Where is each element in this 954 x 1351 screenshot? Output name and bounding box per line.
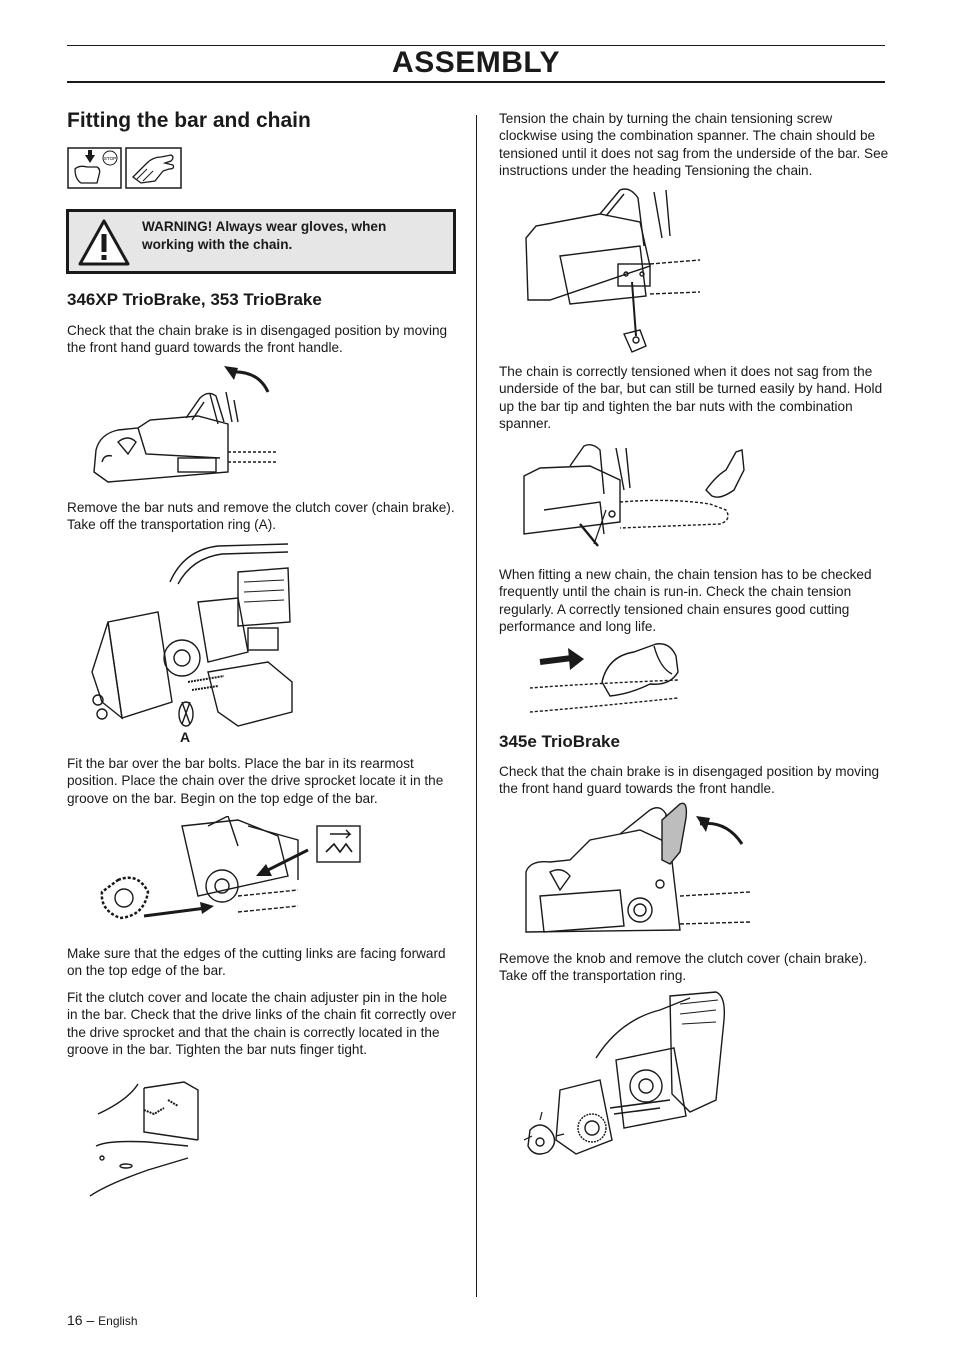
figure-cutting-direction xyxy=(520,638,680,718)
stop-label: STOP xyxy=(104,156,116,161)
figure-brake-disengage xyxy=(88,362,278,490)
header-bottom-rule xyxy=(67,81,885,83)
footer-language: English xyxy=(98,1314,138,1328)
right-paragraph-3: When fitting a new chain, the chain tens… xyxy=(499,567,872,635)
figure-chain-tensioning xyxy=(520,186,700,356)
footer-separator: – xyxy=(86,1312,95,1328)
page-footer: 16 – English xyxy=(67,1312,138,1328)
warning-text: WARNING! Always wear gloves, when workin… xyxy=(142,219,387,252)
warning-triangle-icon xyxy=(78,219,130,266)
stop-switch-icon: STOP xyxy=(67,147,122,189)
right-paragraph-5: Remove the knob and remove the clutch co… xyxy=(499,951,867,984)
right-paragraph-2: The chain is correctly tensioned when it… xyxy=(499,364,883,432)
section-title: Fitting the bar and chain xyxy=(67,109,311,132)
figure-clutch-cover-removal: A xyxy=(88,542,298,748)
left-paragraph-2: Remove the bar nuts and remove the clutc… xyxy=(67,500,455,533)
page-number: 16 xyxy=(67,1312,83,1328)
figure-adjuster-pin xyxy=(88,1080,218,1198)
figure-chain-fitting xyxy=(88,816,368,936)
left-paragraph-3: Fit the bar over the bar bolts. Place th… xyxy=(67,756,444,806)
figure-345e-brake xyxy=(520,800,750,942)
left-subheading: 346XP TrioBrake, 353 TrioBrake xyxy=(67,290,322,309)
right-paragraph-4: Check that the chain brake is in disenga… xyxy=(499,764,880,797)
safety-icons: STOP xyxy=(67,147,183,189)
left-paragraph-5: Fit the clutch cover and locate the chai… xyxy=(67,990,457,1058)
figure-345e-cover-removal xyxy=(520,990,730,1176)
page-header-title: ASSEMBLY xyxy=(392,46,560,79)
column-divider xyxy=(476,115,477,1297)
right-paragraph-1: Tension the chain by turning the chain t… xyxy=(499,111,889,179)
right-subheading: 345e TrioBrake xyxy=(499,732,620,751)
glove-icon xyxy=(125,147,182,189)
figure-bar-tip-lift xyxy=(520,440,750,552)
header-top-rule xyxy=(67,45,885,46)
left-paragraph-4: Make sure that the edges of the cutting … xyxy=(67,946,446,979)
warning-box: WARNING! Always wear gloves, when workin… xyxy=(66,209,456,274)
transportation-ring-label: A xyxy=(180,729,190,745)
left-paragraph-1: Check that the chain brake is in disenga… xyxy=(67,323,448,356)
